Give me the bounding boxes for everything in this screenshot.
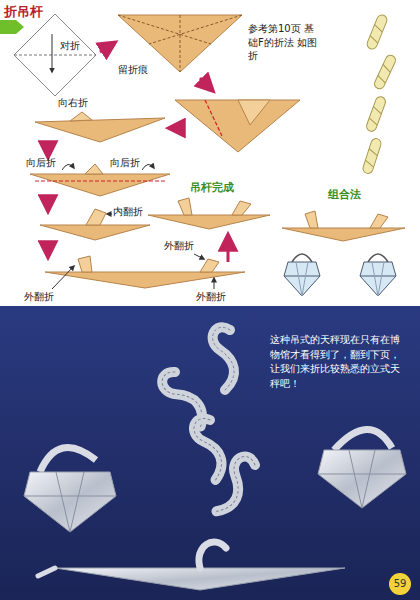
- step-label: 内翻折: [113, 206, 143, 218]
- silver-beam: [38, 542, 345, 590]
- page-number: 59: [389, 578, 411, 590]
- step-triangle-fold: [175, 100, 300, 152]
- step-flat-triangle: [35, 112, 165, 156]
- step-arrow: [100, 43, 114, 52]
- result-label: 吊杆完成: [190, 181, 234, 194]
- page-title: 折吊杆: [4, 3, 43, 21]
- step-back-fold: [30, 164, 170, 210]
- step-label: 外翻折: [164, 240, 194, 252]
- step-triangle: [118, 15, 242, 72]
- caption-note: 这种吊式的天秤现在只有在博物馆才看得到了，翻到下页，让我们来折比较熟悉的立式天秤…: [270, 333, 406, 391]
- step-arrow: [200, 78, 212, 90]
- step-square: [14, 14, 96, 96]
- finished-beam: [148, 198, 270, 229]
- step-label: 留折痕: [118, 64, 148, 76]
- scroll-strings: [362, 13, 397, 174]
- note-text: 参考第10页 基础F的折法 如图折: [248, 22, 318, 63]
- result-label: 组合法: [328, 188, 361, 201]
- step-label: 向右折: [58, 97, 88, 109]
- title-arrow: [0, 20, 24, 34]
- step-label: 向后折: [26, 157, 56, 169]
- silver-pan: [24, 448, 116, 533]
- silver-hooks: [159, 327, 260, 516]
- photo-ground: [0, 306, 420, 600]
- paper-ground: [0, 0, 420, 306]
- step-label: 外翻折: [196, 291, 226, 303]
- page-number-badge: [389, 573, 411, 595]
- step-arrow: [170, 127, 182, 130]
- step-label: 外翻折: [24, 291, 54, 303]
- assembled-balance: [282, 211, 405, 296]
- step-label: 向后折: [110, 157, 140, 169]
- step-outside-reverse: [45, 236, 245, 289]
- silver-pan: [318, 429, 406, 508]
- step-label: 对折: [60, 40, 80, 52]
